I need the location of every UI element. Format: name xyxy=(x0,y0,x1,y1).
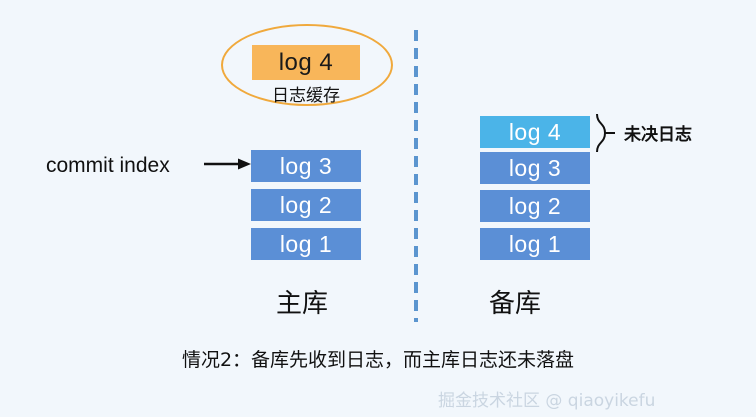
log-cache-block: log 4 xyxy=(252,45,360,80)
standby-db-name: 备库 xyxy=(489,289,542,319)
standby-log-block: log 1 xyxy=(480,228,590,260)
standby-log-block: log 3 xyxy=(480,152,590,184)
figure-caption: 情况2：备库先收到日志，而主库日志还未落盘 xyxy=(181,349,575,371)
primary-log-block: log 1 xyxy=(251,228,361,260)
primary-db-name: 主库 xyxy=(276,289,329,319)
primary-log-block: log 3 xyxy=(251,150,361,182)
log-cache-caption: 日志缓存 xyxy=(272,86,340,106)
standby-log-block: log 2 xyxy=(480,190,590,222)
pending-log-label: 未决日志 xyxy=(624,125,692,145)
log-cache-ellipse xyxy=(221,24,393,106)
commit-index-arrow-icon xyxy=(204,158,251,170)
watermark: 掘金技术社区 @ qiaoyikefu xyxy=(438,391,656,411)
primary-log-block: log 2 xyxy=(251,189,361,221)
primary-standby-divider xyxy=(414,30,418,322)
standby-log-block-pending: log 4 xyxy=(480,116,590,148)
commit-index-label: commit index xyxy=(46,154,170,177)
pending-log-brace-icon xyxy=(596,113,615,153)
